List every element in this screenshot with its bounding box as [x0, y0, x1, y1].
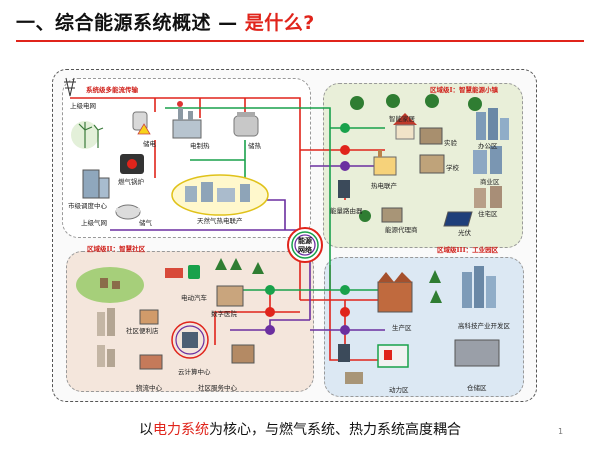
region-label-smart-town: 区域级I：智慧能源小镇: [430, 86, 499, 94]
label-commerce: 商业区: [480, 178, 500, 186]
hitech-towers-icon: [462, 266, 496, 308]
hub-label-line2: 网络: [298, 245, 312, 254]
label-pv: 光伏: [458, 229, 471, 237]
label-residence: 住宅区: [478, 210, 498, 218]
label-warehouse: 仓储区: [467, 384, 487, 392]
school-building-icon: [419, 154, 445, 174]
label-energy-agent: 能源代理商: [385, 226, 418, 234]
junction-nodes: [265, 123, 350, 335]
label-ev: 电动汽车: [181, 294, 207, 302]
label-energy-router: 能量路由器: [330, 207, 363, 215]
label-production: 生产区: [392, 324, 412, 332]
gas-chp-plant-icon: [185, 182, 250, 202]
cloud-center-icon: [182, 332, 198, 348]
region-system-level: [62, 78, 311, 238]
label-grid-upper-gas: 上级气网: [81, 219, 107, 227]
community-trees-icon: [215, 258, 264, 274]
residential-park-icon: [76, 267, 144, 303]
diagram-caption: 以电力系统为核心，与燃气系统、热力系统高度耦合: [0, 419, 600, 439]
label-power-to-heat: 电制热: [190, 142, 210, 150]
transmission-tower-icon: [64, 77, 76, 97]
chp-plant-icon: [373, 150, 397, 176]
label-gas-boiler: 燃气锅炉: [118, 178, 144, 186]
lab-building-icon: [419, 127, 443, 145]
label-smart-home: 智能家居: [389, 115, 415, 123]
label-chp: 热电联产: [371, 182, 397, 190]
region-label-industrial-park: 区域级III：工业园区: [437, 246, 499, 254]
hub-label-line1: 能源: [298, 236, 312, 245]
caption-pre: 以: [139, 422, 153, 438]
label-gas-chp: 天然气热电联产: [197, 217, 243, 225]
energy-agent-icon: [381, 207, 403, 223]
warehouse-icon: [454, 339, 500, 367]
label-grid-upper-top: 上级电网: [70, 102, 96, 110]
office-towers-icon: [476, 108, 509, 140]
power-to-heat-plant-icon: [172, 101, 202, 139]
community-service-center-icon: [231, 344, 255, 364]
title-underline: [16, 40, 584, 42]
residential-towers-icon: [97, 308, 115, 367]
wind-turbine-icon: [71, 121, 104, 149]
label-community-store: 社区便利店: [126, 327, 159, 335]
title-highlight: 是什么?: [244, 12, 315, 34]
label-factory: 实验: [444, 139, 457, 147]
page-title: 一、综合能源系统概述 — 是什么?: [16, 8, 315, 35]
gas-storage-tank-icon: [115, 204, 141, 220]
energy-network-hub: 能源 网络: [287, 227, 323, 263]
label-school: 学校: [446, 164, 459, 172]
title-prefix: 一、综合能源系统概述 —: [16, 12, 245, 34]
gas-boiler-icon: [120, 154, 144, 174]
electric-lines: [70, 97, 385, 361]
community-ring: [171, 321, 209, 359]
pv-panel-icon: [443, 211, 473, 227]
label-hitech: 高科技产业开发区: [458, 322, 510, 330]
smart-home-icon: [393, 113, 417, 140]
commerce-buildings-icon: [473, 146, 502, 174]
region-label-system: 系统级多能流传输: [86, 86, 138, 94]
industrial-router-icon: [338, 344, 363, 384]
trees-icon: [350, 94, 482, 222]
battery-storage-icon: [132, 111, 151, 135]
label-storage-heat: 储热: [248, 142, 261, 150]
hospital-building-icon: [216, 285, 244, 307]
page-number: 1: [558, 427, 564, 436]
label-logistics: 物流中心: [136, 384, 162, 392]
label-storage-gas: 储气: [139, 219, 152, 227]
label-dispatch-center: 市级调度中心: [68, 202, 107, 210]
production-factory-icon: [377, 272, 413, 313]
dispatch-center-building-icon: [82, 169, 110, 199]
community-store-icon: [139, 309, 159, 325]
energy-router-icon: [338, 180, 350, 198]
power-zone-icon: [377, 344, 409, 368]
label-power-zone: 动力区: [389, 386, 409, 394]
caption-post: 为核心，与燃气系统、热力系统高度耦合: [209, 422, 461, 438]
heat-storage-tank-icon: [233, 112, 259, 137]
residence-buildings-icon: [474, 186, 502, 208]
caption-highlight: 电力系统: [153, 422, 209, 438]
label-community-service: 社区服务中心: [198, 384, 237, 392]
ev-charger-icon: [165, 265, 200, 279]
label-office: 办公区: [478, 142, 498, 150]
label-cloud-center: 云计算中心: [178, 368, 211, 376]
logistics-center-icon: [139, 354, 163, 370]
region-label-smart-community: 区域级II：智慧社区: [87, 245, 146, 253]
label-hospital: 数字医院: [211, 310, 237, 318]
industrial-trees-icon: [429, 270, 442, 303]
label-storage-elec: 储电: [143, 140, 156, 148]
